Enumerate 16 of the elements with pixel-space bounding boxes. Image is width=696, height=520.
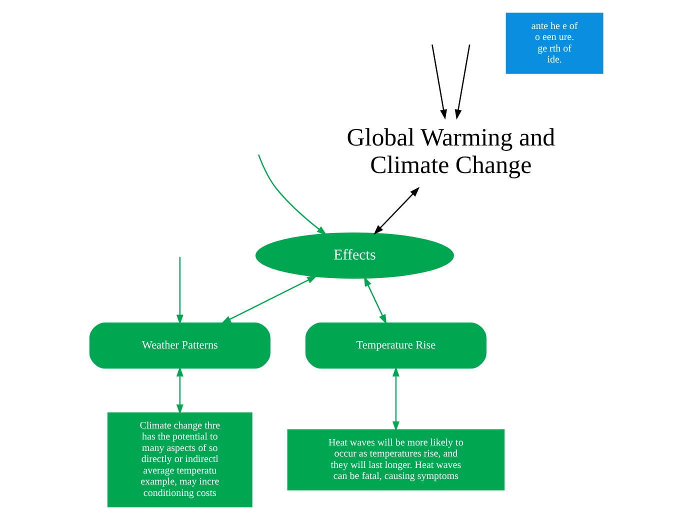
arrow	[220, 276, 317, 324]
arrow	[176, 256, 183, 325]
arrow	[392, 366, 399, 432]
node-box: Heat waves will be more likely to occur as temperatures rise, and they will last longer. Heat waves can be fatal, causing symptoms	[286, 429, 504, 490]
arrow	[454, 44, 470, 120]
node-box: Weather Patterns	[88, 322, 270, 369]
arrow	[258, 154, 326, 236]
arrow	[431, 44, 446, 120]
node-text: Global Warming and Climate Change	[346, 124, 555, 180]
node-ellipse: Effects	[254, 232, 454, 279]
arrow	[363, 276, 386, 324]
arrow	[373, 186, 420, 235]
arrow	[176, 366, 183, 414]
node-box: ante he e of o een ure. ge rth of ide.	[505, 12, 603, 74]
node-box: Temperature Rise	[304, 322, 486, 369]
node-box: Climate change thre has the potential to many aspects of so directly or indirectl average temperatu example, may incre conditioning costs	[106, 412, 252, 508]
